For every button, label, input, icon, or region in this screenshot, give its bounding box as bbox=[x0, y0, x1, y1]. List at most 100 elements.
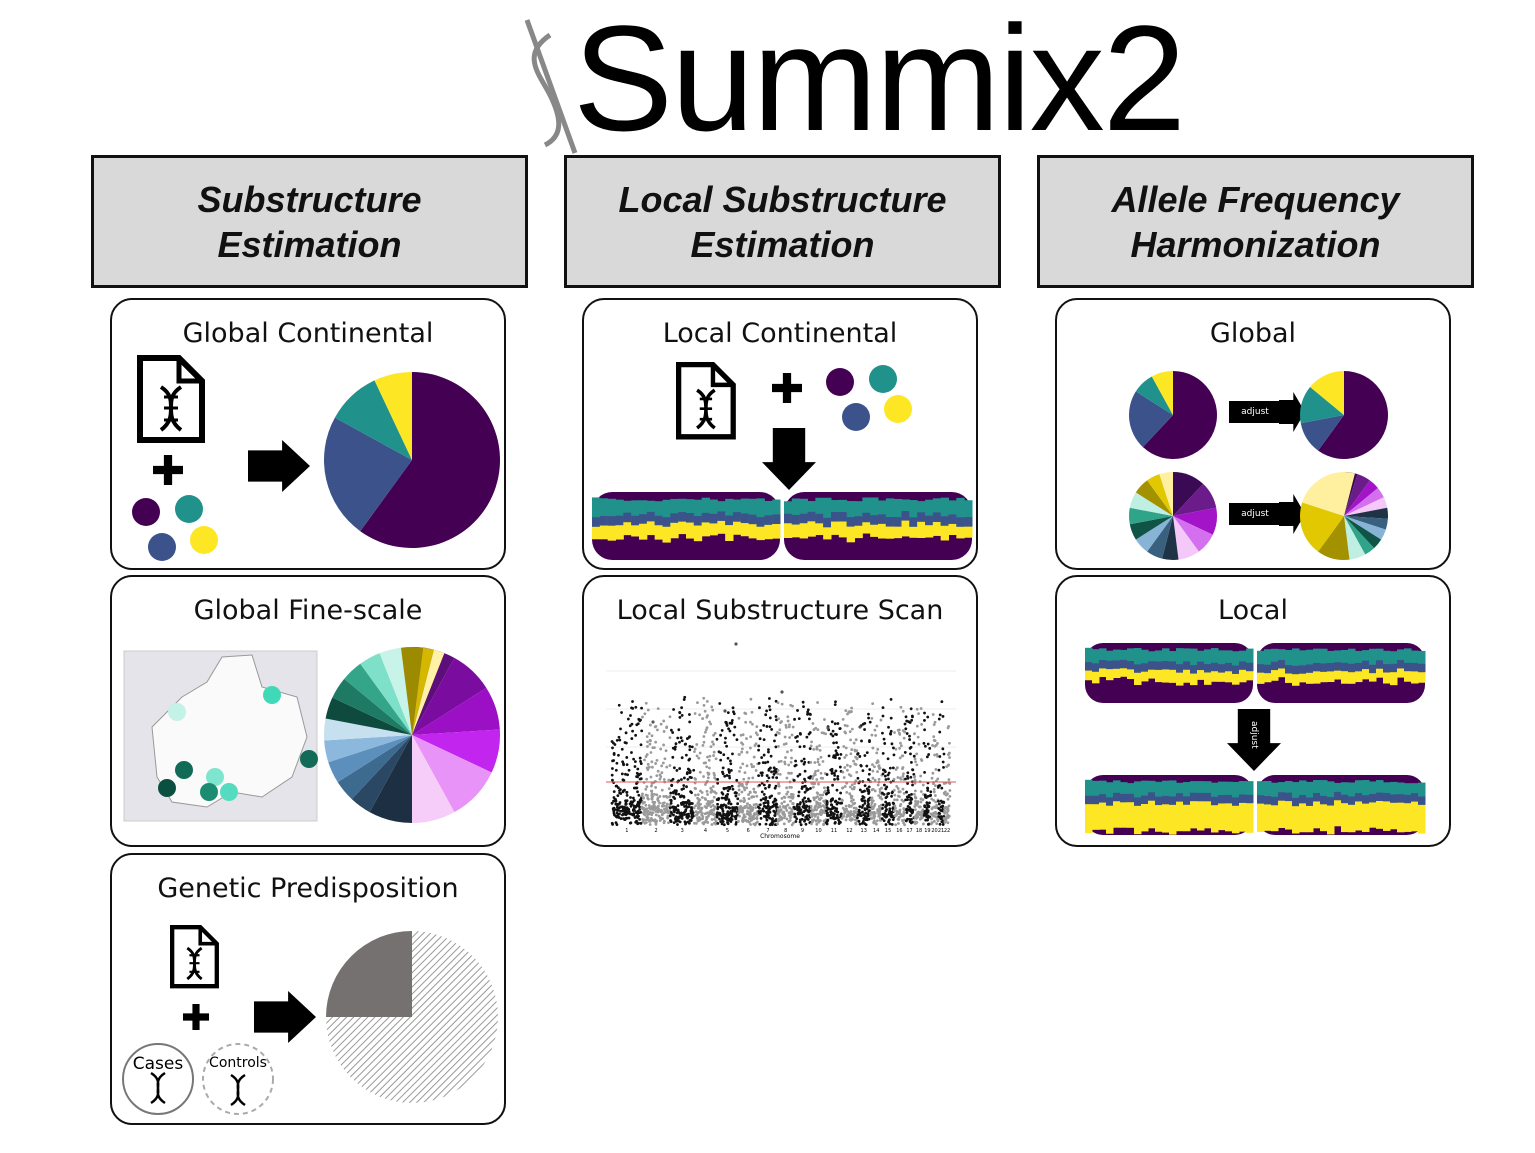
ancestry-segment bbox=[631, 525, 640, 537]
ancestry-segment bbox=[725, 525, 734, 541]
snp-point bbox=[762, 738, 766, 742]
snp-point bbox=[898, 728, 901, 732]
snp-point bbox=[680, 756, 684, 760]
snp-point bbox=[927, 753, 931, 756]
snp-point bbox=[797, 794, 800, 798]
ancestry-segment bbox=[831, 521, 840, 535]
snp-point bbox=[784, 756, 787, 759]
snp-point bbox=[737, 784, 741, 788]
snp-point bbox=[826, 818, 830, 822]
ancestry-segment bbox=[1113, 801, 1121, 828]
snp-point bbox=[818, 798, 822, 801]
snp-point bbox=[704, 819, 708, 823]
snp-point bbox=[698, 816, 701, 820]
snp-point bbox=[845, 763, 849, 767]
snp-point bbox=[805, 804, 808, 808]
ancestry-segment bbox=[932, 512, 942, 522]
snp-point bbox=[882, 819, 886, 822]
snp-point bbox=[666, 815, 670, 819]
snp-point bbox=[909, 796, 913, 800]
snp-point bbox=[737, 788, 741, 792]
snp-point bbox=[710, 705, 714, 709]
ancestry-segment bbox=[1204, 801, 1212, 829]
snp-point bbox=[755, 725, 759, 729]
snp-point bbox=[654, 806, 658, 810]
snp-point bbox=[879, 718, 883, 722]
ancestry-segment bbox=[1334, 662, 1342, 671]
snp-point bbox=[788, 806, 792, 810]
snp-point bbox=[615, 738, 619, 742]
snp-point bbox=[710, 818, 714, 821]
snp-point bbox=[678, 710, 682, 714]
snp-point bbox=[701, 815, 705, 818]
ancestry-segment bbox=[1355, 780, 1363, 802]
ancestry-segment bbox=[1211, 796, 1219, 806]
snp-point bbox=[946, 763, 950, 767]
snp-point bbox=[740, 799, 743, 803]
snp-point bbox=[723, 709, 727, 713]
snp-point bbox=[738, 814, 742, 818]
ancestry-segment bbox=[1120, 793, 1128, 803]
snp-point bbox=[786, 750, 789, 754]
snp-point bbox=[821, 760, 825, 763]
snp-point bbox=[701, 717, 705, 720]
snp-point bbox=[762, 809, 766, 813]
snp-point bbox=[895, 798, 899, 802]
snp-point bbox=[711, 803, 715, 807]
ancestry-segment bbox=[1306, 649, 1314, 673]
ancestry-segment bbox=[1264, 780, 1272, 805]
ancestry-segment bbox=[956, 517, 965, 527]
snp-point bbox=[682, 784, 686, 787]
snp-point bbox=[619, 809, 622, 813]
snp-point bbox=[788, 723, 791, 727]
ancestry-segment bbox=[693, 515, 703, 526]
snp-point bbox=[825, 806, 829, 809]
snp-point bbox=[780, 802, 784, 805]
after-fine-pie-slice bbox=[1344, 487, 1384, 516]
ancestry-segment bbox=[1376, 648, 1384, 669]
snp-point bbox=[880, 797, 884, 801]
snp-point bbox=[617, 753, 620, 757]
snp-point bbox=[666, 809, 670, 812]
snp-point bbox=[695, 754, 699, 758]
snp-point bbox=[791, 802, 795, 805]
snp-point bbox=[797, 717, 801, 721]
snp-point bbox=[902, 812, 906, 816]
snp-point bbox=[741, 733, 745, 737]
ancestry-segment bbox=[1292, 782, 1300, 807]
population-dot bbox=[206, 768, 224, 786]
snp-point bbox=[688, 821, 691, 825]
snp-point bbox=[901, 709, 905, 713]
snp-point bbox=[895, 813, 898, 816]
ancestry-segment bbox=[815, 497, 824, 524]
snp-point bbox=[884, 778, 888, 781]
snp-point bbox=[841, 786, 845, 790]
snp-point bbox=[705, 765, 709, 769]
snp-point bbox=[718, 702, 722, 705]
snp-point bbox=[740, 784, 744, 788]
snp-point bbox=[722, 753, 726, 757]
snp-point bbox=[875, 751, 879, 755]
snp-point bbox=[821, 793, 825, 797]
snp-point bbox=[946, 821, 950, 825]
snp-point bbox=[771, 775, 775, 779]
snp-point bbox=[844, 804, 848, 808]
snp-point bbox=[904, 819, 908, 823]
snp-point bbox=[782, 800, 786, 804]
snp-point bbox=[806, 797, 810, 801]
snp-point bbox=[832, 741, 836, 745]
snp-point bbox=[762, 801, 766, 805]
snp-point bbox=[713, 731, 717, 735]
ancestry-segment bbox=[1190, 781, 1198, 802]
snp-point bbox=[905, 732, 909, 735]
ancestry-segment bbox=[964, 526, 973, 538]
snp-point bbox=[830, 771, 834, 775]
snp-point bbox=[709, 745, 713, 749]
ancestry-segment bbox=[1162, 804, 1170, 833]
snp-point bbox=[688, 757, 692, 761]
snp-point bbox=[743, 788, 747, 792]
snp-point bbox=[854, 810, 858, 814]
snp-point bbox=[892, 788, 896, 792]
after-fine-pie-slice bbox=[1344, 497, 1388, 516]
snp-point bbox=[892, 777, 896, 781]
